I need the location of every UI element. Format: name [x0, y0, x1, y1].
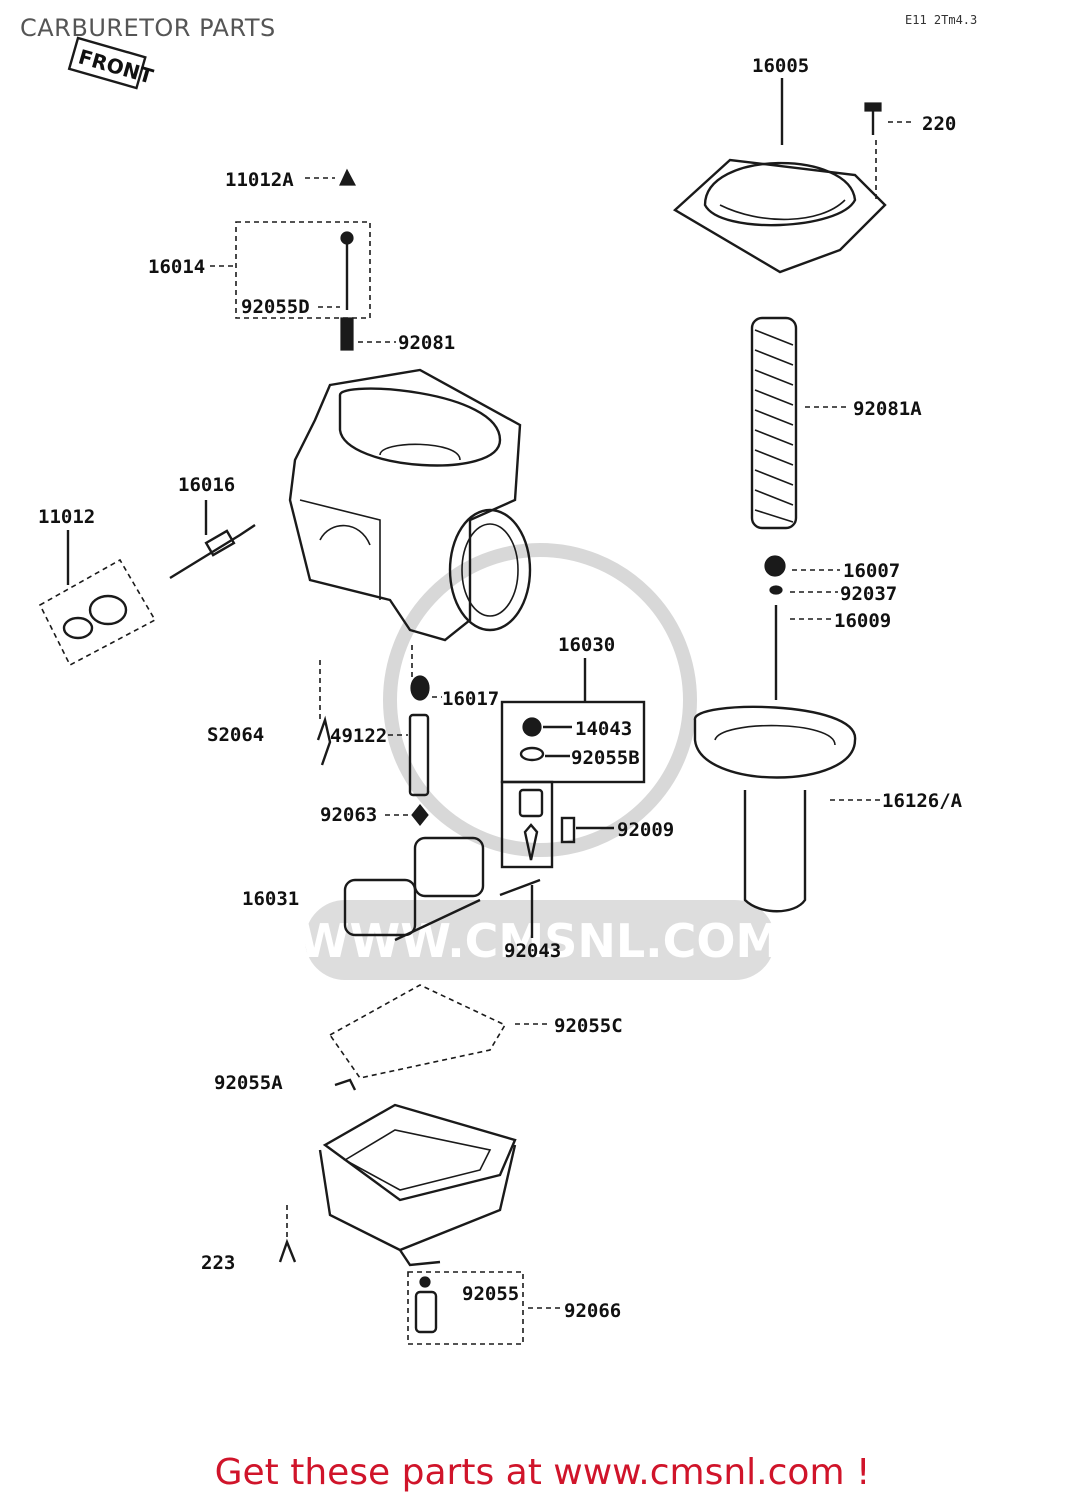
float-bowl [278, 1103, 517, 1267]
label-92037: 92037 [840, 583, 897, 605]
label-92063: 92063 [320, 804, 377, 826]
page-title: CARBURETOR PARTS [20, 14, 276, 42]
label-16016: 16016 [178, 474, 235, 496]
label-92043: 92043 [504, 940, 561, 962]
screw-220 [864, 102, 915, 200]
label-92055A: 92055A [214, 1072, 283, 1094]
label-223: 223 [201, 1252, 235, 1274]
label-16017: 16017 [442, 688, 499, 710]
float-16031 [343, 836, 541, 942]
label-92009: 92009 [617, 819, 674, 841]
needle-parts [764, 555, 840, 700]
label-16126A: 16126/A [882, 790, 963, 812]
drain-group [407, 1271, 560, 1345]
gasket-92055C [328, 984, 550, 1091]
front-tag: FRONT [67, 36, 156, 90]
spring-92081A [750, 316, 850, 530]
label-220: 220 [922, 113, 956, 135]
slide-16126A [693, 705, 880, 913]
jet-parts [316, 675, 442, 826]
label-16030: 16030 [558, 634, 615, 656]
watermark: WWW.CMSNL.COM [299, 543, 782, 980]
label-92055C: 92055C [554, 1015, 623, 1037]
label-49122: 49122 [330, 725, 387, 747]
label-16007: 16007 [843, 560, 900, 582]
label-92064: S2064 [207, 724, 264, 746]
float-valve-group [210, 168, 396, 351]
label-16031: 16031 [242, 888, 299, 910]
label-16014: 16014 [148, 256, 205, 278]
label-92055D: 92055D [241, 296, 310, 318]
label-14043: 14043 [575, 718, 632, 740]
label-92055: 92055 [462, 1283, 519, 1305]
label-92066: 92066 [564, 1300, 621, 1322]
corner-note: E11 2Tm4.3 [905, 13, 977, 27]
label-11012A: 11012A [225, 169, 294, 191]
label-92081: 92081 [398, 332, 455, 354]
label-92081A: 92081A [853, 398, 922, 420]
group-16030 [500, 658, 646, 869]
top-cover-16005 [672, 78, 887, 274]
label-92055B: 92055B [571, 747, 640, 769]
label-11012: 11012 [38, 506, 95, 528]
footer-link[interactable]: Get these parts at www.cmsnl.com ! [214, 1452, 871, 1493]
label-16009: 16009 [834, 610, 891, 632]
label-16005: 16005 [752, 55, 809, 77]
carburetor-body [288, 368, 532, 720]
watermark-text: WWW.CMSNL.COM [299, 914, 782, 968]
choke-parts [38, 500, 256, 667]
